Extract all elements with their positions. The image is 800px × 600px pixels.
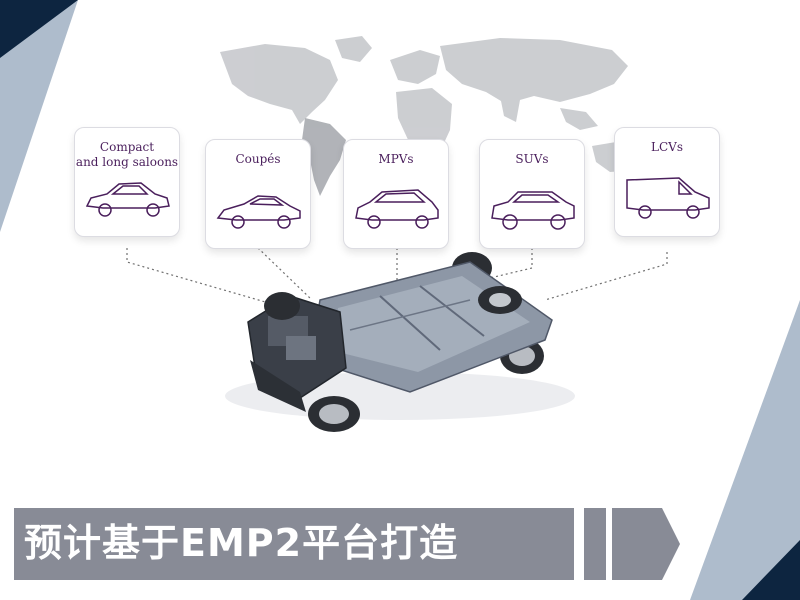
map-south-america — [302, 118, 346, 196]
car-chassis-illustration — [225, 252, 575, 432]
map-europe — [390, 50, 440, 84]
platform-card-label: MPVs — [378, 152, 414, 166]
map-southeast-asia — [560, 108, 598, 130]
platform-card-label: SUVs — [515, 152, 549, 166]
platform-card-label: LCVs — [651, 140, 683, 154]
connector-line-lcvs — [544, 252, 668, 301]
coupe-car-icon — [216, 195, 301, 229]
corner-decoration-top-left-steel — [0, 0, 78, 232]
connector-line-suvs — [489, 248, 533, 279]
lcv-van-icon — [626, 177, 710, 219]
corner-decoration-top-left-navy — [0, 0, 78, 58]
platform-card-lcvs: LCVs — [614, 127, 720, 237]
map-india — [500, 96, 520, 122]
platform-card-mpvs: MPVs — [343, 139, 449, 249]
compact-car-icon — [85, 182, 170, 217]
corner-decoration-bottom-right-navy — [742, 540, 800, 600]
map-greenland — [335, 36, 372, 62]
platform-card-suvs: SUVs — [479, 139, 585, 249]
arrow-right-icon — [612, 508, 680, 580]
caption-marker — [584, 508, 606, 580]
map-asia — [440, 38, 628, 104]
mpv-car-icon — [355, 189, 439, 229]
suv-car-icon — [491, 191, 575, 230]
platform-card-coupes: Coupés — [205, 139, 311, 249]
platform-card-compact: Compact and long saloons — [74, 127, 180, 237]
caption-text: 预计基于EMP2平台打造 — [24, 521, 459, 565]
wheel-front-left — [264, 292, 300, 320]
platform-card-label: Coupés — [235, 152, 281, 166]
caption-banner: 预计基于EMP2平台打造 — [14, 508, 574, 580]
platform-card-label: Compact and long saloons — [75, 140, 179, 169]
corner-decoration-bottom-right-steel — [690, 300, 800, 600]
map-north-america — [220, 44, 338, 124]
